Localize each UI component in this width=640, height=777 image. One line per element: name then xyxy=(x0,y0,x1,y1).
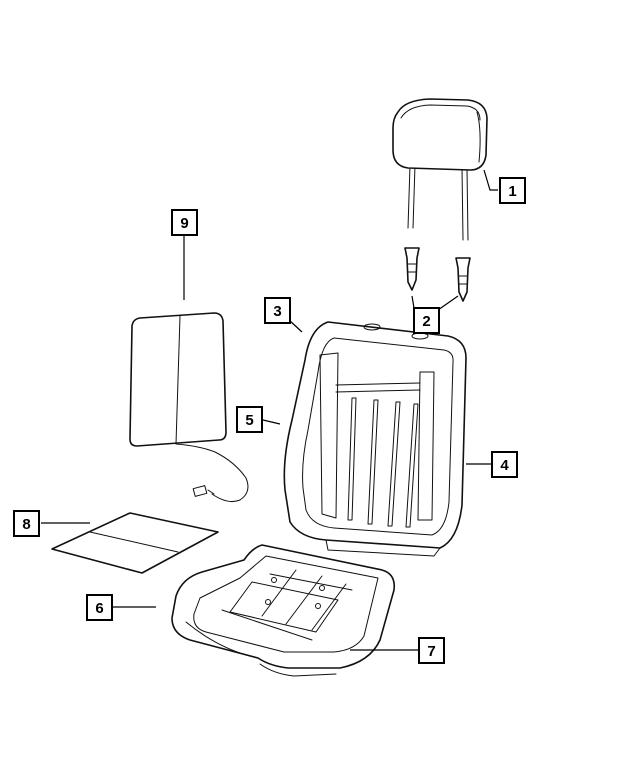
callout-9-label: 9 xyxy=(180,215,188,232)
callout-3[interactable]: 3 xyxy=(264,297,291,324)
callout-3-label: 3 xyxy=(273,303,281,320)
seat-back-frame[interactable] xyxy=(283,321,467,557)
callout-4-label: 4 xyxy=(500,457,509,474)
leader-3 xyxy=(288,319,303,333)
callout-7[interactable]: 7 xyxy=(418,637,445,664)
callout-8[interactable]: 8 xyxy=(13,510,40,537)
callout-1-label: 1 xyxy=(508,183,516,200)
headrest-guides[interactable] xyxy=(404,247,471,302)
callout-4[interactable]: 4 xyxy=(491,451,518,478)
callout-5[interactable]: 5 xyxy=(236,406,263,433)
callout-6-label: 6 xyxy=(95,600,103,617)
seat-cushion-heater-pad[interactable] xyxy=(51,512,219,574)
callout-2-label: 2 xyxy=(422,313,430,330)
callout-1[interactable]: 1 xyxy=(499,177,526,204)
callout-7-label: 7 xyxy=(427,643,435,660)
callout-8-label: 8 xyxy=(22,516,30,533)
leader-1 xyxy=(483,169,498,191)
headrest[interactable] xyxy=(392,98,488,241)
seat-cushion[interactable] xyxy=(171,544,396,677)
seat-back-heater-pad[interactable] xyxy=(129,312,249,502)
leader-5 xyxy=(262,419,281,425)
callout-6[interactable]: 6 xyxy=(86,594,113,621)
callout-5-label: 5 xyxy=(245,412,253,429)
callout-9[interactable]: 9 xyxy=(171,209,198,236)
callout-2[interactable]: 2 xyxy=(413,307,440,334)
